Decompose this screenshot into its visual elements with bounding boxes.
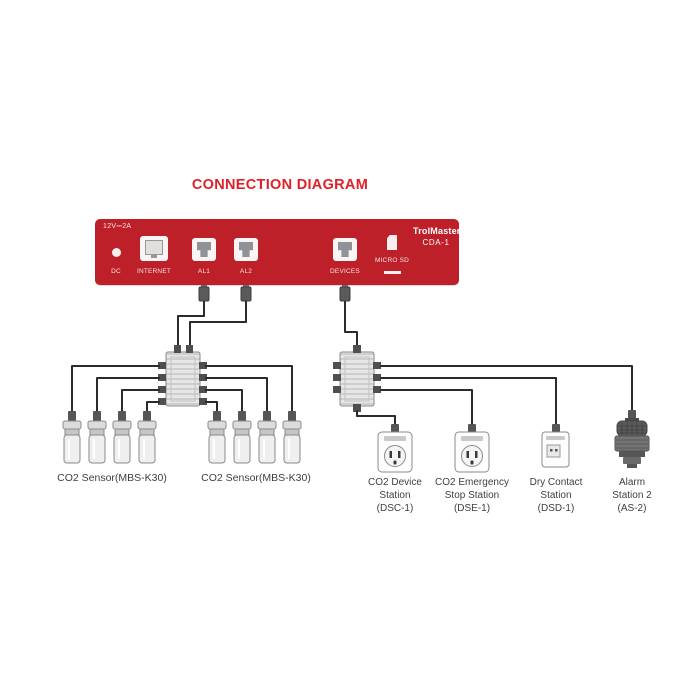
trunk-wires xyxy=(177,301,358,346)
co2-sensor-group-1 xyxy=(62,410,157,464)
al2-port-label: AL2 xyxy=(239,268,253,275)
co2-sensor xyxy=(62,410,82,464)
station-label-dse1: CO2 Emergency Stop Station (DSE-1) xyxy=(427,476,517,515)
wire-devices xyxy=(344,301,358,346)
devices-port-label: DEVICES xyxy=(330,268,360,275)
station-model: (DSC-1) xyxy=(376,503,414,514)
panel-cable-plugs xyxy=(198,282,351,302)
micro-sd-slot-icon xyxy=(387,235,397,250)
sensor-splitter-hub xyxy=(158,345,207,407)
controller-panel: 12V⎓2A DC INTERNET AL1 AL2 DEVICES MICRO… xyxy=(95,219,461,285)
wire-al2 xyxy=(189,301,247,346)
co2-device-station xyxy=(377,423,413,473)
co2-emergency-stop-station xyxy=(454,423,490,473)
micro-sd-dash-icon xyxy=(384,271,401,274)
station-model: (DSD-1) xyxy=(537,503,575,514)
station-model: (AS-2) xyxy=(617,503,647,514)
station-name: CO2 Device Station xyxy=(368,477,422,501)
al2-port-icon xyxy=(234,238,258,261)
al1-port-label: AL1 xyxy=(197,268,211,275)
co2-sensor xyxy=(232,410,252,464)
co2-sensor xyxy=(112,410,132,464)
diagram-title: CONNECTION DIAGRAM xyxy=(191,177,369,193)
dry-contact-station xyxy=(541,424,570,468)
sensor-group-1-label: CO2 Sensor(MBS-K30) xyxy=(57,472,167,484)
station-label-dsc1: CO2 Device Station (DSC-1) xyxy=(360,476,430,515)
brand-logo: TrolMaster CDA-1 xyxy=(413,226,461,247)
internet-port-label: INTERNET xyxy=(136,268,172,275)
station-wires xyxy=(356,365,633,425)
station-label-as2: Alarm Station 2 (AS-2) xyxy=(602,476,662,515)
co2-sensor xyxy=(257,410,277,464)
model-number: CDA-1 xyxy=(422,238,450,247)
devices-port-icon xyxy=(333,238,357,261)
power-rating-label: 12V⎓2A xyxy=(103,223,132,230)
wire-al1 xyxy=(177,301,205,346)
micro-sd-label: MICRO SD xyxy=(374,257,410,264)
dc-jack-icon xyxy=(112,248,121,257)
station-label-dsd1: Dry Contact Station (DSD-1) xyxy=(518,476,594,515)
co2-sensor xyxy=(137,410,157,464)
alarm-station xyxy=(614,410,650,468)
al1-port-icon xyxy=(192,238,216,261)
station-name: Dry Contact Station xyxy=(529,477,583,501)
station-model: (DSE-1) xyxy=(453,503,491,514)
device-splitter-hub xyxy=(333,345,381,412)
dc-port-label: DC xyxy=(111,268,121,275)
station-name: CO2 Emergency Stop Station xyxy=(435,477,509,501)
sensor-group-2-label: CO2 Sensor(MBS-K30) xyxy=(201,472,311,484)
internet-port-icon xyxy=(140,236,168,261)
station-name: Alarm Station 2 xyxy=(612,477,652,501)
co2-sensor xyxy=(282,410,302,464)
co2-sensor-group-2 xyxy=(207,410,302,464)
co2-sensor xyxy=(87,410,107,464)
co2-sensor xyxy=(207,410,227,464)
brand-name: TrolMaster xyxy=(413,226,461,236)
sensor-wires xyxy=(71,365,293,412)
